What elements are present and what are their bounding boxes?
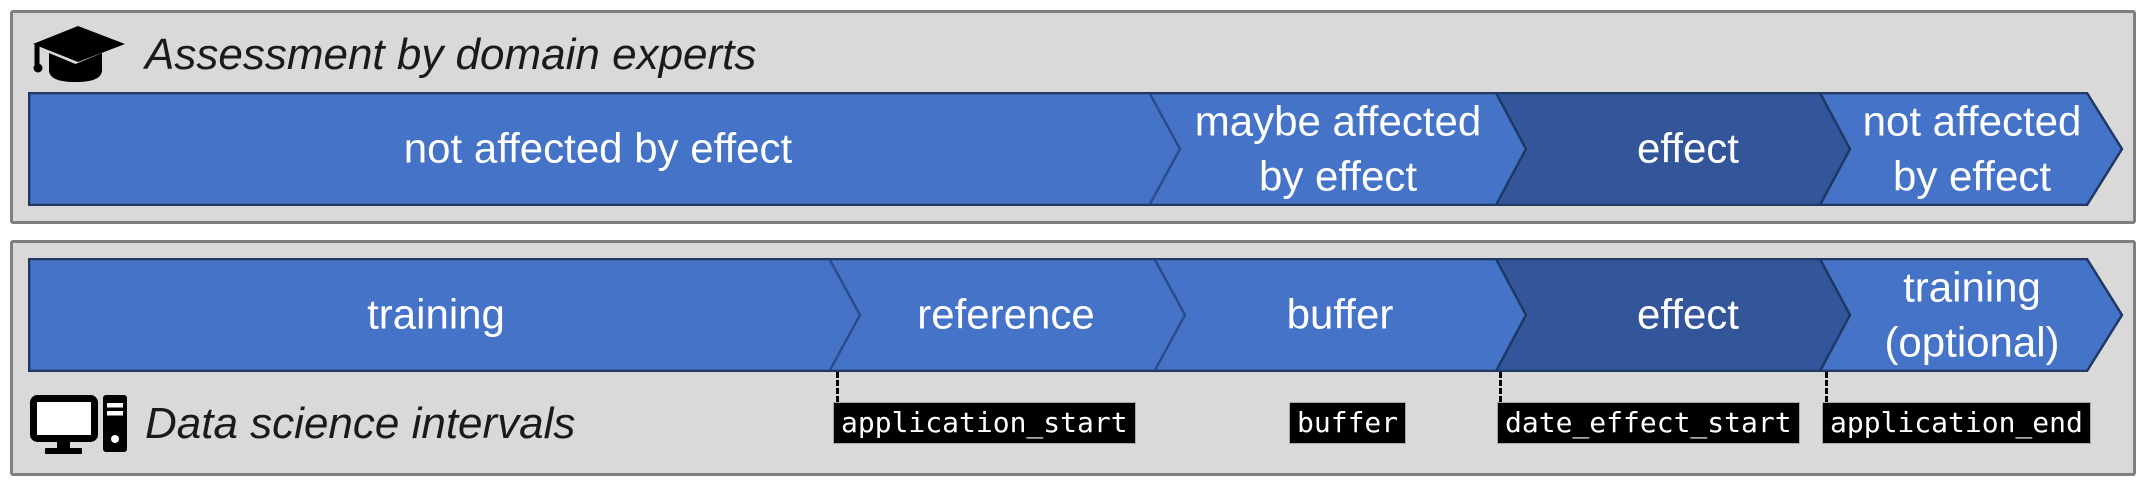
marker-dash-application-start: [836, 372, 839, 402]
marker-badge-date-effect-start: date_effect_start: [1497, 402, 1800, 444]
data-science-panel-title: Data science intervals: [145, 399, 576, 448]
expert-timeline-bar: not affected by effect maybe affected by…: [28, 92, 2124, 206]
marker-badge-application-end: application_end: [1822, 402, 2091, 444]
interval-segment-label-training: training: [367, 290, 505, 338]
interval-divider-1: [828, 259, 862, 371]
expert-segment-label-not-affected-1: not affected by effect: [403, 124, 793, 172]
expert-segment-label-not-affected-2: not affected by effect: [1862, 97, 2082, 199]
interval-timeline-bar: training reference buffer effect trainin…: [28, 258, 2124, 372]
expert-assessment-panel: Assessment by domain experts not affecte…: [10, 10, 2136, 224]
interval-segment-label-reference: reference: [917, 290, 1095, 338]
expert-panel-title: Assessment by domain experts: [145, 30, 757, 79]
graduation-cap-icon: [33, 26, 125, 82]
interval-segment-label-effect: effect: [1637, 290, 1739, 338]
interval-segment-label-training-optional: training (optional): [1884, 263, 2060, 365]
interval-segment-label-buffer: buffer: [1286, 290, 1394, 338]
interval-segment-effect-shape: [1494, 258, 1852, 372]
expert-segment-effect-shape: [1494, 92, 1852, 206]
data-science-panel: training reference buffer effect trainin…: [10, 240, 2136, 476]
marker-dash-application-end: [1825, 372, 1828, 402]
marker-badge-application-start: application_start: [833, 402, 1136, 444]
marker-dash-date-effect-start: [1499, 372, 1502, 402]
expert-segment-label-effect: effect: [1637, 124, 1739, 172]
data-science-panel-footer: Data science intervals: [30, 393, 575, 455]
desktop-computer-icon: [30, 394, 127, 454]
expert-divider-1: [1148, 93, 1182, 205]
interval-divider-2: [1153, 259, 1187, 371]
expert-panel-header: Assessment by domain experts: [33, 25, 756, 85]
marker-badge-buffer: buffer: [1289, 402, 1407, 444]
expert-segment-label-maybe-affected: maybe affected by effect: [1194, 97, 1482, 199]
